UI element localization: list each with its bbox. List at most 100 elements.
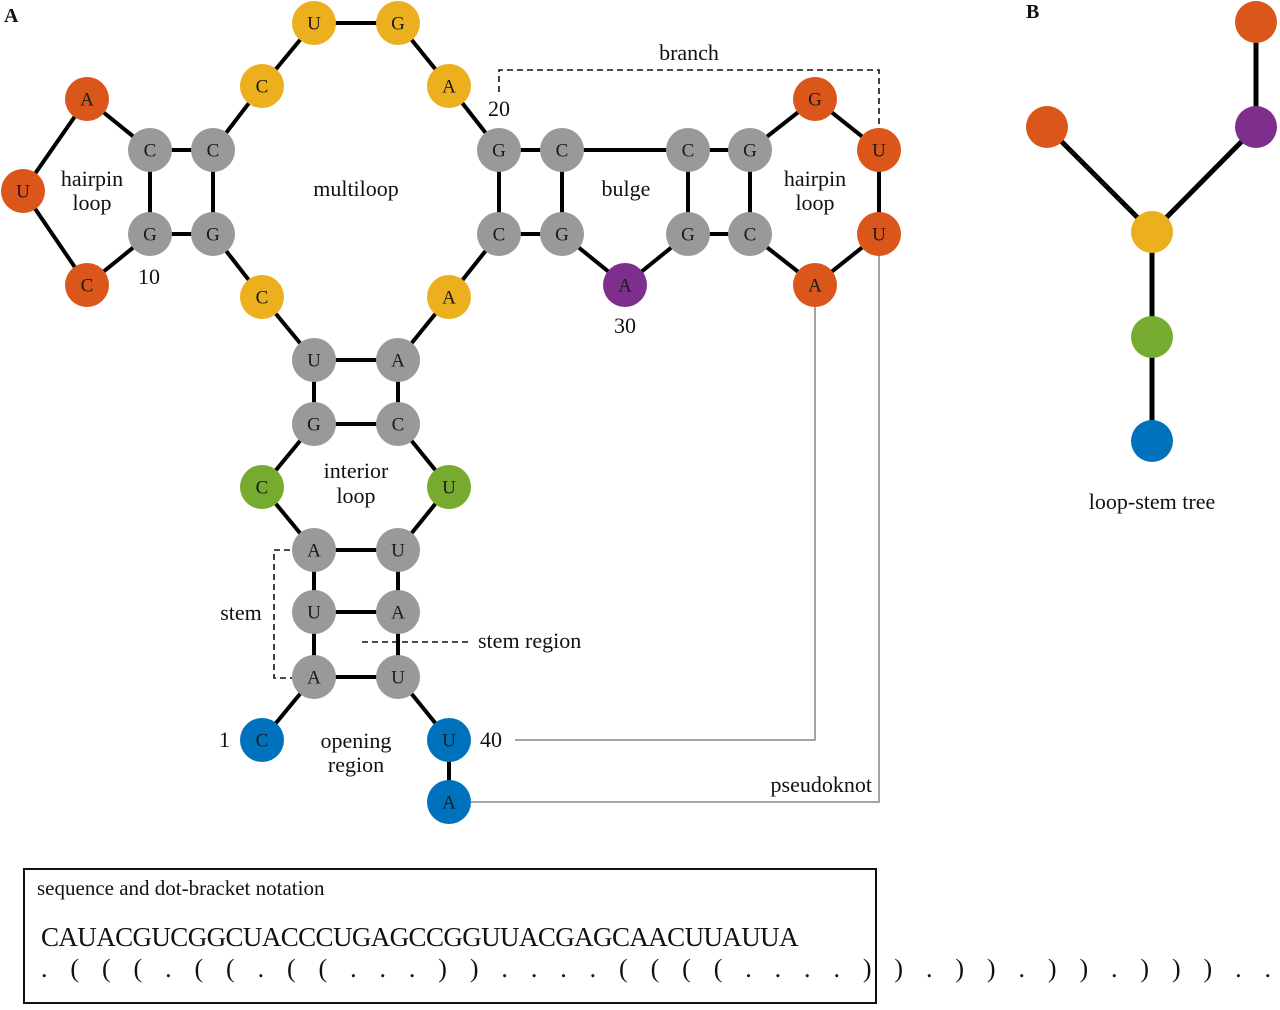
nucleotide-23: G [728,128,772,172]
nucleotide-letter: U [442,731,456,752]
nucleotide-18: G [376,1,420,45]
nucleotide-letter: C [392,415,405,436]
nucleotide-letter: C [207,141,220,162]
nucleotide-letter: C [493,225,506,246]
label-hairpin-right-2: loop [795,190,834,215]
nucleotide-circle [240,465,284,509]
nucleotide-letter: A [391,351,405,372]
nucleotide-circle [376,1,420,45]
nucleotide-letter: G [808,90,822,111]
nucleotide-6: G [292,402,336,446]
nucleotide-29: G [666,212,710,256]
nucleotide-21: C [540,128,584,172]
nucleotide-14: C [128,128,172,172]
nucleotide-34: A [376,338,420,382]
tree-node-hairpin-left [1026,106,1068,148]
nucleotide-24: G [793,77,837,121]
nucleotide-letter: U [391,541,405,562]
label-stem-region: stem region [478,628,581,653]
nucleotide-circle [603,263,647,307]
nucleotide-letter: U [307,14,321,35]
nucleotide-circle [540,212,584,256]
nucleotide-letter: C [144,141,157,162]
label-hairpin-right-1: hairpin [784,166,846,191]
sequence-string: CAUACGUCGGCUACCCUGAGCCGGUUACGAGCAACUUAUU… [41,922,799,952]
position-label-1: 1 [219,727,230,752]
pseudoknot-line-outer [470,252,880,803]
pseudoknot-lines [470,252,880,803]
nucleotide-circle [666,128,710,172]
nucleotide-letter: G [555,225,569,246]
label-interior-1: interior [324,458,389,483]
nucleotide-letter: C [556,141,569,162]
nucleotide-circle [857,212,901,256]
tree-node-bulge [1235,106,1277,148]
nucleotide-4: A [292,528,336,572]
nucleotide-circle [191,212,235,256]
nucleotide-circle [427,780,471,824]
nucleotide-letter: G [206,225,220,246]
tree-node-interior [1131,316,1173,358]
nucleotide-letter: A [442,288,456,309]
nucleotide-17: U [292,1,336,45]
sequence-box-title: sequence and dot-bracket notation [37,876,325,900]
nucleotide-circle [427,465,471,509]
nucleotide-8: C [240,275,284,319]
label-hairpin-left-1: hairpin [61,166,123,191]
nucleotide-letter: A [442,793,456,814]
label-pseudoknot: pseudoknot [771,772,872,797]
nucleotide-letter: C [256,288,269,309]
nucleotide-circle [240,275,284,319]
nucleotide-circle [728,212,772,256]
position-label-20: 20 [488,96,510,121]
nucleotide-letter: G [307,415,321,436]
nucleotide-letter: A [442,77,456,98]
nucleotide-19: A [427,64,471,108]
nucleotide-circle [376,402,420,446]
nucleotide-2: A [292,655,336,699]
nucleotide-letter: C [682,141,695,162]
nucleotide-circle [128,212,172,256]
nucleotide-circle [857,128,901,172]
nucleotide-letter: A [391,603,405,624]
stem-bracket [273,549,292,679]
nucleotide-10: G [128,212,172,256]
nucleotide-40: U [427,718,471,762]
nucleotide-20: G [477,128,521,172]
nucleotide-31: G [540,212,584,256]
nucleotide-circle [427,64,471,108]
nucleotide-letter: A [808,276,822,297]
nucleotide-circle [65,263,109,307]
nucleotide-circle [376,655,420,699]
nucleotide-9: G [191,212,235,256]
nucleotide-circle [292,590,336,634]
position-label-40: 40 [480,727,502,752]
nucleotide-15: C [191,128,235,172]
nucleotide-37: U [376,528,420,572]
tree-nodes [1026,1,1277,462]
label-interior-2: loop [336,483,375,508]
nucleotide-32: C [477,212,521,256]
nucleotide-circle [292,402,336,446]
tree-edge [1045,125,1154,234]
nucleotide-22: C [666,128,710,172]
nucleotide-letter: U [442,478,456,499]
tree-node-opening [1131,420,1173,462]
nucleotide-circle [65,77,109,121]
dot-bracket-string: . ( ( ( . ( ( . ( ( . . . ) ) . . . . ( … [41,954,1280,983]
nucleotide-3: U [292,590,336,634]
nucleotide-35: C [376,402,420,446]
label-branch: branch [659,40,719,65]
nucleotide-circle [191,128,235,172]
nucleotide-circle [292,528,336,572]
nucleotide-letter: C [256,478,269,499]
nucleotide-letter: G [143,225,157,246]
nucleotide-circle [240,64,284,108]
nucleotide-39: U [376,655,420,699]
nucleotide-circle [376,590,420,634]
label-opening-1: opening [321,728,392,753]
nucleotide-letter: C [256,77,269,98]
panel-label-b: B [1026,1,1039,23]
nucleotide-28: C [728,212,772,256]
